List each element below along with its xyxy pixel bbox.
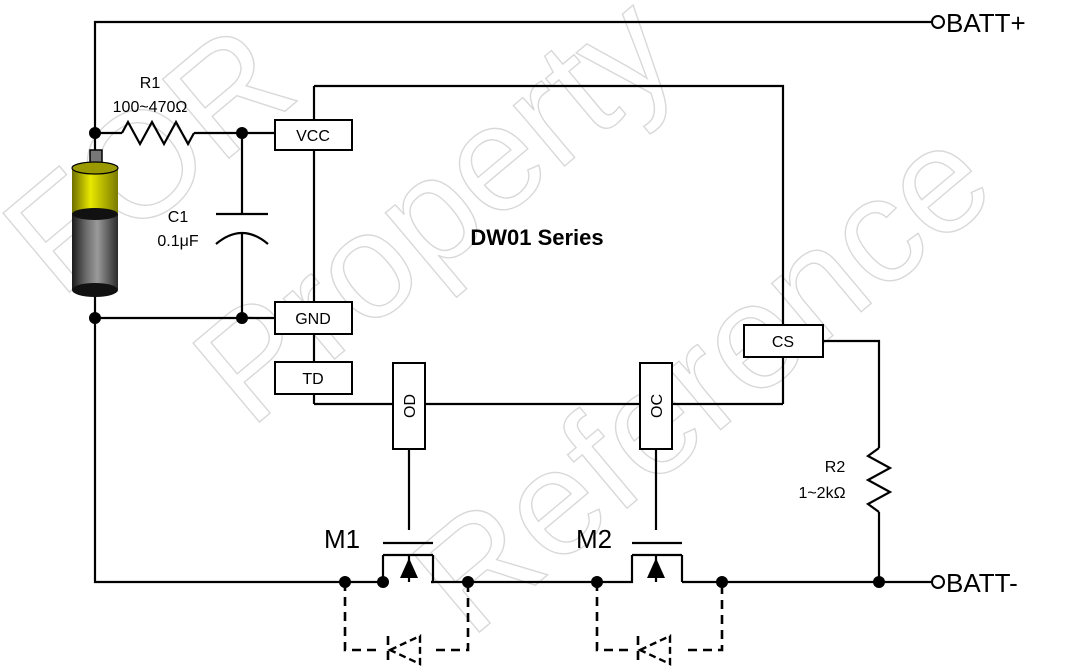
- batt-minus-terminal-icon: [931, 575, 945, 589]
- wire-batt-plus: [93, 20, 932, 133]
- ic-outline: [314, 84, 785, 325]
- pin-od: OD: [392, 362, 426, 450]
- r1-resistor-symbol: [121, 119, 195, 147]
- wire-left-return: [93, 318, 345, 584]
- m2-name: M2: [576, 524, 612, 554]
- r2-value: 1~2kΩ: [798, 485, 845, 502]
- pin-gnd-label: GND: [295, 311, 331, 328]
- pin-od-label: OD: [402, 394, 419, 418]
- pin-td-label: TD: [302, 371, 323, 388]
- r2-name: R2: [825, 459, 846, 476]
- pin-vcc: VCC: [274, 119, 353, 151]
- c1-name: C1: [168, 209, 189, 226]
- pin-oc: OC: [639, 362, 673, 450]
- batt-minus-label: BATT-: [946, 568, 1018, 598]
- pin-vcc-label: VCC: [296, 128, 330, 145]
- body-diode-m2: [595, 582, 724, 666]
- chip-title: DW01 Series: [470, 225, 603, 250]
- wire-cs: [823, 339, 881, 448]
- battery-icon: [71, 133, 119, 297]
- r2-resistor-symbol: [865, 447, 893, 513]
- batt-plus-terminal-icon: [931, 15, 945, 29]
- batt-plus-label: BATT+: [946, 8, 1026, 38]
- m1-name: M1: [324, 524, 360, 554]
- pin-cs-label: CS: [772, 334, 794, 351]
- c1-value: 0.1μF: [157, 233, 198, 250]
- pin-gnd: GND: [274, 301, 353, 335]
- r1-name: R1: [140, 75, 161, 92]
- junction-dots: [89, 127, 885, 588]
- pin-oc-label: OC: [649, 394, 666, 418]
- mosfet-m2: [597, 541, 684, 584]
- body-diode-m1: [343, 582, 470, 666]
- r1-value: 100~470Ω: [113, 99, 188, 116]
- pin-td: TD: [274, 361, 353, 395]
- pin-cs: CS: [743, 324, 824, 358]
